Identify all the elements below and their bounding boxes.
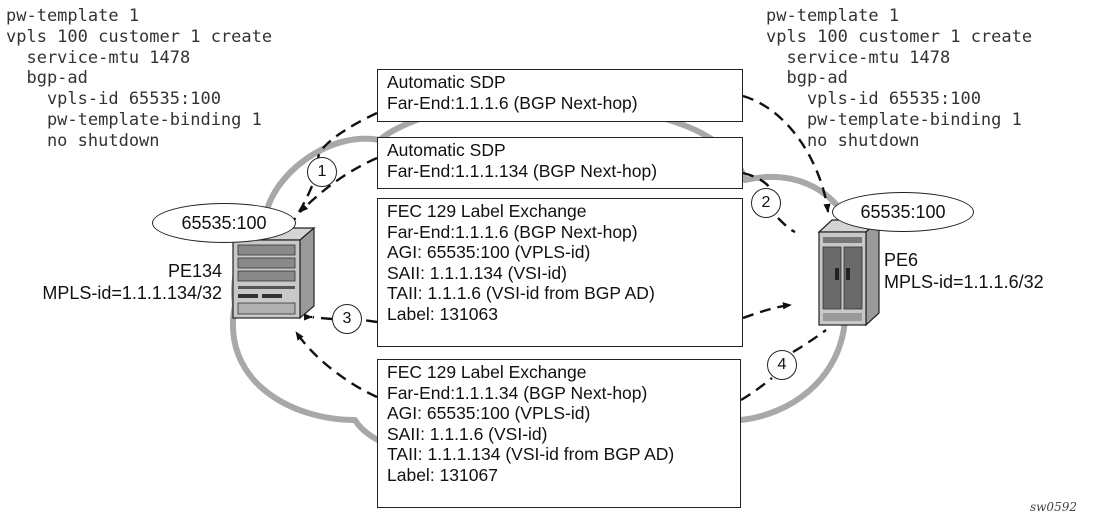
arrow-fec-2-to-pe134 xyxy=(296,332,377,397)
box-line: Automatic SDP xyxy=(387,140,732,161)
pe6-label: PE6 MPLS-id=1.1.1.6/32 xyxy=(884,249,1044,293)
config-line: vpls 100 customer 1 create xyxy=(6,27,272,48)
router-name: PE134 xyxy=(42,260,222,282)
config-line: no shutdown xyxy=(766,131,1032,152)
fec129-label-exchange-box-pe6: FEC 129 Label Exchange Far-End:1.1.1.34 … xyxy=(377,359,741,508)
step-marker-2: 2 xyxy=(751,188,781,218)
vpls-id-badge-pe134: 65535:100 xyxy=(152,203,296,243)
router-name: PE6 xyxy=(884,249,1044,271)
config-line: pw-template 1 xyxy=(6,6,272,27)
step-marker-1: 1 xyxy=(307,157,337,187)
arrow-fec-1-to-pe6 xyxy=(743,305,791,318)
pe134-label: PE134 MPLS-id=1.1.1.134/32 xyxy=(42,260,222,304)
box-line: AGI: 65535:100 (VPLS-id) xyxy=(387,403,730,424)
automatic-sdp-box-pe6: Automatic SDP Far-End:1.1.1.134 (BGP Nex… xyxy=(377,137,743,189)
config-line: pw-template-binding 1 xyxy=(6,110,272,131)
box-line: SAII: 1.1.1.6 (VSI-id) xyxy=(387,424,730,445)
box-line: SAII: 1.1.1.134 (VSI-id) xyxy=(387,263,732,284)
box-line: Far-End:1.1.1.6 (BGP Next-hop) xyxy=(387,93,732,114)
step-marker-4: 4 xyxy=(767,350,797,380)
router-mpls-id: MPLS-id=1.1.1.134/32 xyxy=(42,282,222,304)
box-line: Far-End:1.1.1.34 (BGP Next-hop) xyxy=(387,383,730,404)
box-line: FEC 129 Label Exchange xyxy=(387,201,732,222)
config-line: service-mtu 1478 xyxy=(6,48,272,69)
config-line: bgp-ad xyxy=(6,68,272,89)
box-line: TAII: 1.1.1.6 (VSI-id from BGP AD) xyxy=(387,283,732,304)
box-line: Automatic SDP xyxy=(387,72,732,93)
config-line: pw-template-binding 1 xyxy=(766,110,1032,131)
router-mpls-id: MPLS-id=1.1.1.6/32 xyxy=(884,271,1044,293)
pe6-router-icon xyxy=(819,220,879,325)
config-line: vpls-id 65535:100 xyxy=(766,89,1032,110)
step-marker-3: 3 xyxy=(332,304,362,334)
box-line: FEC 129 Label Exchange xyxy=(387,362,730,383)
config-line: service-mtu 1478 xyxy=(766,48,1032,69)
config-line: pw-template 1 xyxy=(766,6,1032,27)
box-line: Far-End:1.1.1.134 (BGP Next-hop) xyxy=(387,161,732,182)
config-line: no shutdown xyxy=(6,131,272,152)
box-line: Label: 131067 xyxy=(387,465,730,486)
config-line: bgp-ad xyxy=(766,68,1032,89)
automatic-sdp-box-pe134: Automatic SDP Far-End:1.1.1.6 (BGP Next-… xyxy=(377,69,743,122)
box-line: AGI: 65535:100 (VPLS-id) xyxy=(387,242,732,263)
box-line: Far-End:1.1.1.6 (BGP Next-hop) xyxy=(387,222,732,243)
figure-id: sw0592 xyxy=(1030,500,1077,514)
config-line: vpls-id 65535:100 xyxy=(6,89,272,110)
vpls-id-badge-pe6: 65535:100 xyxy=(832,192,974,232)
fec129-label-exchange-box-pe134: FEC 129 Label Exchange Far-End:1.1.1.6 (… xyxy=(377,198,743,347)
box-line: TAII: 1.1.1.134 (VSI-id from BGP AD) xyxy=(387,444,730,465)
config-line: vpls 100 customer 1 create xyxy=(766,27,1032,48)
box-line: Label: 131063 xyxy=(387,304,732,325)
